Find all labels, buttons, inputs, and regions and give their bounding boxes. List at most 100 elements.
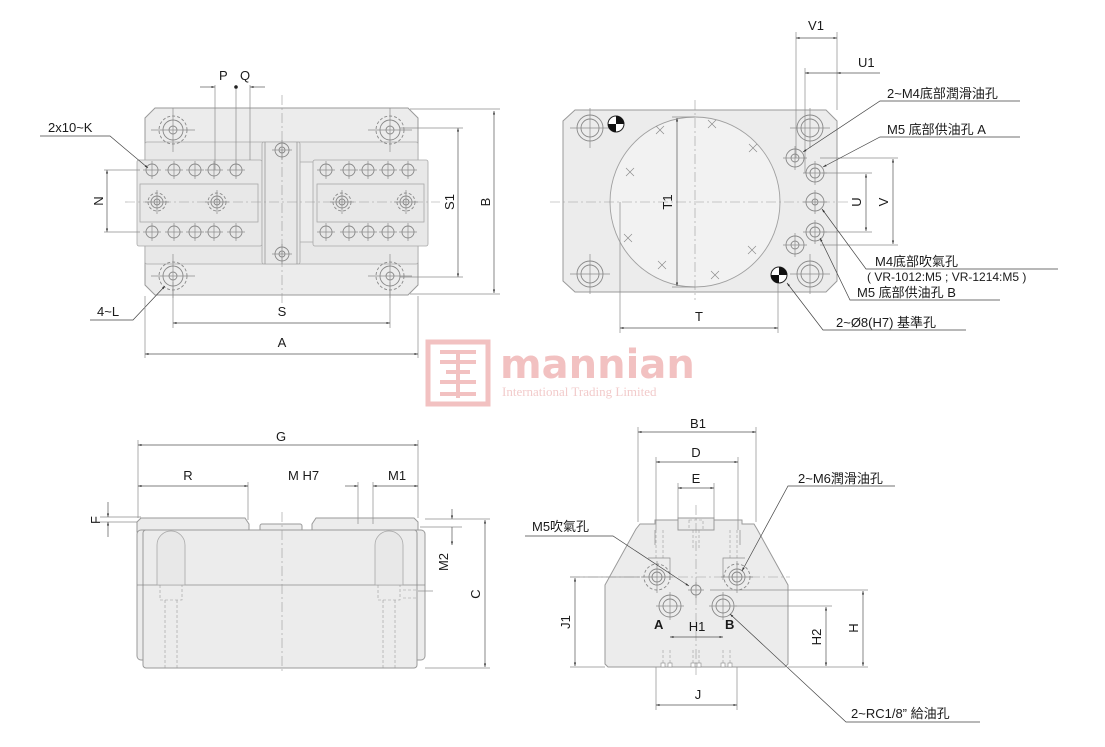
rail-bolt-hole-centerline [272, 244, 292, 264]
tapped-hole-k-centerline [359, 223, 377, 241]
jaw-bolt-hole [394, 190, 418, 214]
dim-label-c: C [468, 589, 483, 598]
tapped-hole-k [205, 223, 223, 241]
port-label-b: B [725, 617, 734, 632]
air-port-m5-centerline [688, 582, 704, 598]
piston-left [156, 530, 186, 586]
tapped-hole-k-centerline [379, 161, 397, 179]
callout-datum: 2~Ø8(H7) 基準孔 [836, 315, 936, 330]
tapped-hole-k [143, 161, 161, 179]
tapped-hole-k [317, 161, 335, 179]
bottom-seal-mark [667, 662, 673, 668]
counterbore-hole-centerline [368, 108, 412, 152]
dim-label-b1: B1 [690, 416, 706, 431]
counterbore-hole [790, 254, 830, 294]
end-view: A B B1 D E J1 H1 H2 H J M5吹氣孔 2~M6潤滑油孔 2… [525, 416, 980, 723]
callout-lube: 2~M6潤滑油孔 [798, 471, 883, 486]
dim-label-m1: M1 [388, 468, 406, 483]
jaw-bolt-hole-centerline [145, 190, 169, 214]
dim-label-s1: S1 [442, 194, 457, 210]
tapped-hole-k-centerline [186, 161, 204, 179]
oil-feed-port-centerline [709, 592, 737, 620]
callout-air-hole: M4底部吹氣孔 [875, 254, 958, 269]
watermark-logo: mannian International Trading Limited [425, 339, 695, 407]
jaw-bolt-hole [145, 190, 169, 214]
tapped-hole-k [205, 161, 223, 179]
end-view-holes [641, 561, 753, 668]
callout-air-note: ( VR-1012:M5 ; VR-1214:M5 ) [867, 270, 1026, 284]
jaw-bolt-hole-centerline [205, 190, 229, 214]
dim-label-u1: U1 [858, 55, 875, 70]
dim-label-t: T [695, 309, 703, 324]
jaw-position-mark [623, 233, 633, 243]
tapped-hole-k [143, 223, 161, 241]
tapped-hole-k [317, 223, 335, 241]
dim-label-d: D [691, 445, 700, 460]
dim-label-q: Q [240, 68, 250, 83]
tapped-hole-k [165, 161, 183, 179]
dim-label-u: U [849, 197, 864, 206]
tapped-hole-k [399, 223, 417, 241]
tapped-hole-k-centerline [359, 161, 377, 179]
tapped-hole-k-centerline [165, 161, 183, 179]
tapped-hole-k-centerline [186, 223, 204, 241]
air-port-m5 [688, 582, 704, 598]
tapped-hole-k-centerline [317, 223, 335, 241]
dim-label-s: S [278, 304, 287, 319]
dim-label-m2: M2 [436, 553, 451, 571]
jaw-bolt-hole [205, 190, 229, 214]
callout-supply-a: M5 底部供油孔 A [887, 122, 986, 137]
dim-label-j: J [695, 687, 702, 702]
center-rail [261, 141, 301, 265]
tapped-hole-k-centerline [165, 223, 183, 241]
tapped-hole-k-centerline [143, 161, 161, 179]
lower-body [142, 529, 418, 669]
callout-k: 2x10~K [48, 120, 93, 135]
counterbore-hole [570, 254, 610, 294]
jaw-left-mid [139, 183, 259, 223]
counterbore-hole [151, 108, 195, 152]
rail-bolt-hole-centerline [272, 140, 292, 160]
callout-feed: 2~RC1/8” 給油孔 [851, 706, 950, 721]
bottom-seal-mark [696, 662, 702, 668]
jaw-position-mark [747, 245, 757, 255]
dim-label-h: H [846, 623, 861, 632]
lube-port-m6-centerline [721, 561, 753, 593]
top-view: P Q 2x10~K N S1 B 4~L S A [40, 68, 500, 358]
jaw-position-mark [657, 260, 667, 270]
jaw-position-mark [707, 119, 717, 129]
dim-label-b: B [478, 198, 493, 207]
counterbore-hole-centerline [790, 254, 830, 294]
dim-label-v: V [876, 197, 891, 206]
bottom-seal-mark [690, 662, 696, 668]
bottom-seal-mark [660, 662, 666, 668]
tapped-hole-k-centerline [399, 223, 417, 241]
counterbore-hole-centerline [570, 254, 610, 294]
tapped-hole-k-centerline [340, 223, 358, 241]
lube-hole [783, 146, 807, 170]
jaw-bolt-hole [330, 190, 354, 214]
oil-feed-port-centerline [656, 592, 684, 620]
tapped-hole-k [227, 223, 245, 241]
tapped-hole-k [186, 223, 204, 241]
callout-lube-hole: 2~M4底部潤滑油孔 [887, 86, 998, 101]
dim-label-n: N [91, 196, 106, 205]
lube-hole-centerline [783, 146, 807, 170]
callout-air: M5吹氣孔 [532, 519, 589, 534]
tapped-hole-k [340, 223, 358, 241]
tapped-hole-k [379, 161, 397, 179]
dim-label-p: P [219, 68, 228, 83]
callout-supply-b: M5 底部供油孔 B [857, 285, 956, 300]
tapped-hole-k [359, 161, 377, 179]
lube-hole-centerline [783, 233, 807, 257]
lube-hole [783, 233, 807, 257]
lube-port-m6-centerline [641, 561, 673, 593]
dim-label-f: F [88, 516, 103, 524]
piston-right [374, 530, 404, 586]
dim-label-m-h7: M H7 [288, 468, 319, 483]
tapped-hole-k-centerline [143, 223, 161, 241]
tapped-hole-k-centerline [205, 223, 223, 241]
dim-label-t1: T1 [660, 194, 675, 209]
air-hole-centerline [803, 190, 827, 214]
